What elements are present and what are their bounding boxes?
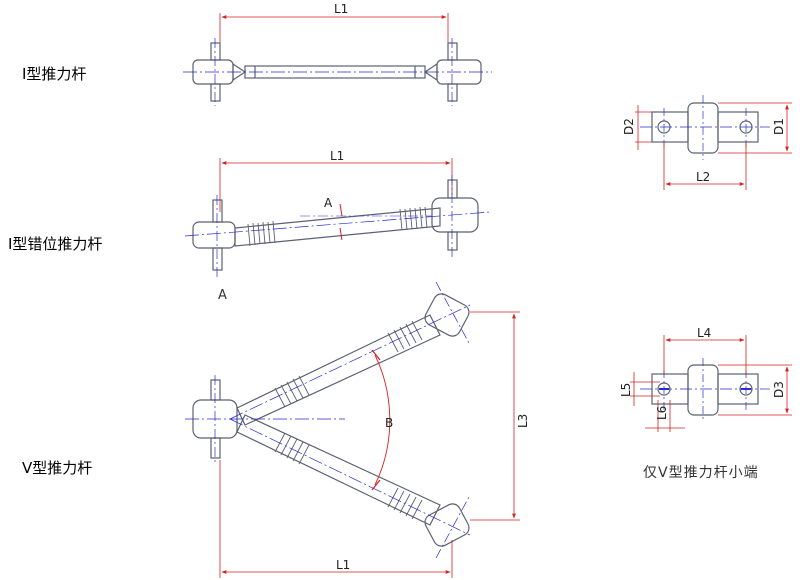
v-rod-drawing — [185, 281, 520, 578]
label-view-a: A — [218, 288, 227, 303]
dim-label-l1-offset: L1 — [330, 149, 344, 163]
v-small-end-drawing — [630, 335, 792, 432]
i-offset-rod-drawing — [184, 158, 491, 278]
dim-label-l6: L6 — [655, 406, 669, 420]
label-i-offset-rod: I型错位推力杆 — [8, 235, 103, 253]
label-i-rod: I型推力杆 — [22, 65, 87, 83]
dim-label-d1: D1 — [772, 118, 786, 135]
label-v-rod: V型推力杆 — [22, 459, 93, 477]
dim-label-l4: L4 — [697, 326, 711, 340]
dim-label-l2: L2 — [696, 170, 710, 184]
i-rod-drawing — [183, 13, 492, 106]
dim-label-l1-v: L1 — [336, 558, 350, 572]
dim-label-angle-a: A — [324, 196, 333, 210]
dim-label-d2: D2 — [622, 118, 636, 135]
dim-label-l5: L5 — [619, 383, 633, 397]
end-detail-drawing — [635, 95, 792, 190]
dim-label-l1-i: L1 — [334, 2, 348, 16]
dim-label-d3: D3 — [772, 381, 786, 398]
label-v-small-end: 仅V型推力杆小端 — [643, 465, 759, 481]
dim-label-l3: L3 — [516, 414, 530, 428]
dim-label-angle-b: B — [385, 416, 393, 430]
